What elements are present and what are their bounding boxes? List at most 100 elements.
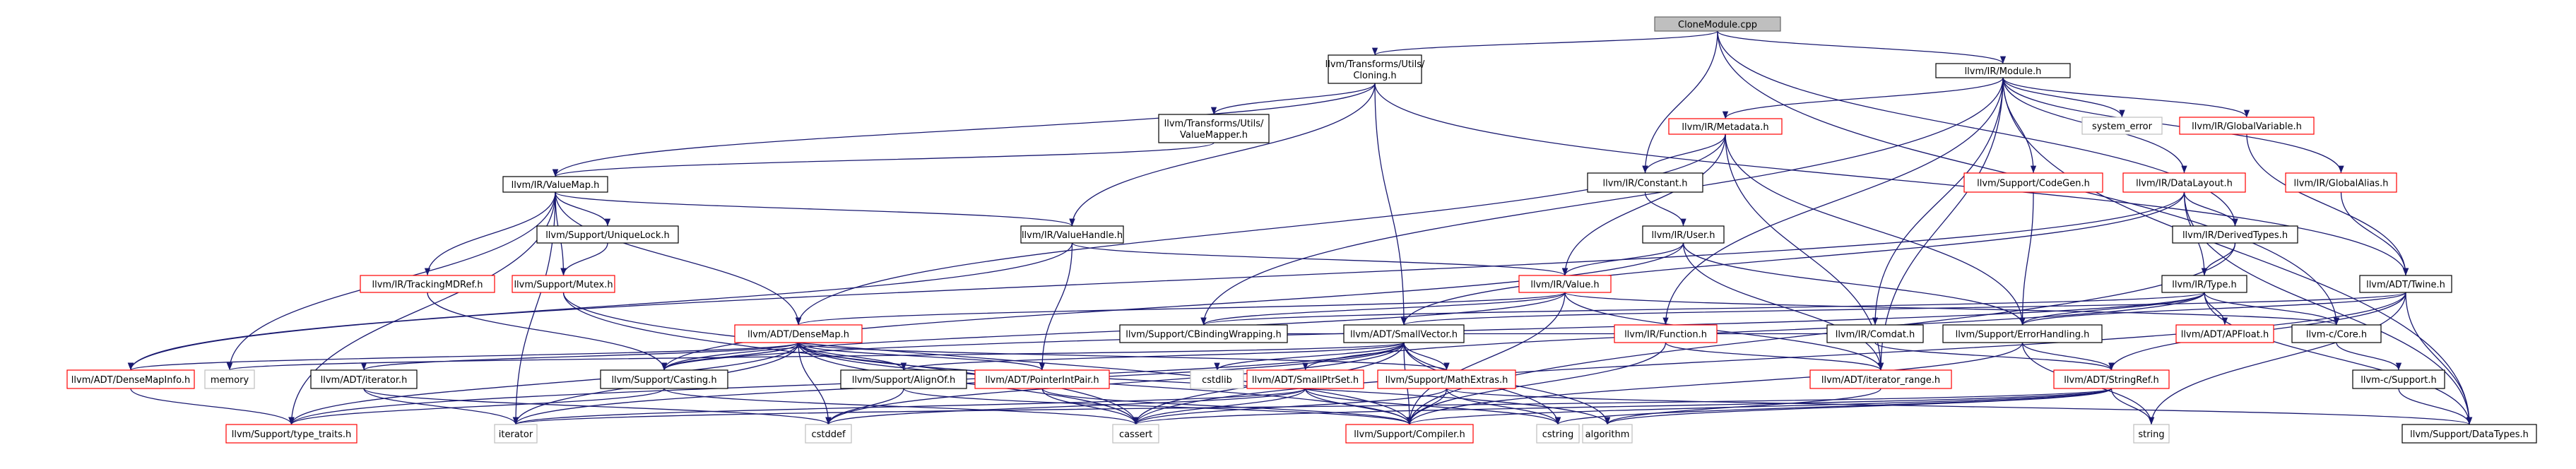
node-valuehandle[interactable]: llvm/IR/ValueHandle.h [1020, 225, 1124, 244]
node-box [1112, 424, 1159, 444]
node-valuemap[interactable]: llvm/IR/ValueMap.h [502, 176, 608, 193]
node-codegen[interactable]: llvm/Support/CodeGen.h [1963, 172, 2103, 193]
node-cbinding[interactable]: llvm/Support/CBindingWrapping.h [1119, 324, 1288, 343]
edge-datalayout-to-smallvector [1400, 191, 2185, 326]
node-datalayout[interactable]: llvm/IR/DataLayout.h [2122, 172, 2246, 193]
node-mathextras[interactable]: llvm/Support/MathExtras.h [1377, 369, 1516, 389]
node-type_traits[interactable]: llvm/Support/type_traits.h [225, 424, 358, 444]
node-pointerintpair[interactable]: llvm/ADT/PointerIntPair.h [974, 369, 1110, 389]
node-box [1246, 369, 1364, 389]
node-mutex[interactable]: llvm/Support/Mutex.h [512, 275, 615, 293]
node-box [1377, 369, 1516, 389]
node-module[interactable]: llvm/IR/Module.h [1935, 63, 2071, 78]
node-compiler[interactable]: llvm/Support/Compiler.h [1345, 424, 1474, 444]
nodes-layer: CloneModule.cpp llvm/Transforms/Utils/Clo… [66, 16, 2537, 444]
node-casting[interactable]: llvm/Support/Casting.h [600, 369, 728, 389]
node-label: llvm/ADT/DenseMap.h [748, 330, 849, 340]
node-label: llvm/Transforms/Utils/ValueMapper.h [1164, 119, 1264, 141]
node-label: llvm/ADT/APFloat.h [2181, 330, 2269, 340]
node-box [2133, 424, 2170, 444]
edge-smallptrset-to-cassert [1133, 388, 1306, 425]
node-label: llvm/IR/Function.h [1624, 330, 1707, 340]
edge-smallptrset-to-compiler [1304, 388, 1413, 425]
node-ccore[interactable]: llvm-c/Core.h [2291, 324, 2382, 343]
node-system_error[interactable]: system_error [2081, 117, 2163, 135]
edge-stringref-to-string [2110, 388, 2155, 425]
node-densemapinfo[interactable]: llvm/ADT/DenseMapInfo.h [66, 369, 195, 389]
node-box [974, 369, 1110, 389]
node-function[interactable]: llvm/IR/Function.h [1614, 324, 1718, 343]
edges-layer [127, 30, 2473, 425]
edge-mathextras-to-datatypes [1446, 388, 2472, 425]
edge-type-to-ccore [2204, 292, 2340, 326]
node-globalvariable[interactable]: llvm/IR/GlobalVariable.h [2179, 117, 2315, 135]
node-twine[interactable]: llvm/ADT/Twine.h [2359, 275, 2452, 293]
edge-twine-to-cassert [1133, 292, 2406, 425]
edge-value-to-compiler [1406, 292, 1566, 425]
node-box [204, 369, 255, 389]
node-label: llvm/IR/GlobalVariable.h [2192, 121, 2302, 132]
node-cstdlib[interactable]: cstdlib [1190, 369, 1244, 389]
node-stringref[interactable]: llvm/ADT/StringRef.h [2053, 369, 2170, 389]
edge-stringref-to-iterator [513, 388, 2113, 425]
edge-type-to-smallptrset [1302, 292, 2205, 371]
edge-metadata-to-constant [1642, 133, 1726, 174]
node-string[interactable]: string [2133, 424, 2170, 444]
node-label: llvm/ADT/Twine.h [2366, 280, 2445, 290]
node-cstring[interactable]: cstring [1536, 424, 1580, 444]
node-value[interactable]: llvm/IR/Value.h [1518, 275, 1612, 293]
node-alignof[interactable]: llvm/Support/AlignOf.h [840, 369, 967, 389]
node-label: llvm/IR/Metadata.h [1682, 122, 1768, 133]
node-valuemapper[interactable]: llvm/Transforms/Utils/ValueMapper.h [1158, 114, 1270, 143]
edge-mathextras-to-compiler [1406, 388, 1448, 425]
edge-codegen-to-errorhandling [2019, 191, 2034, 326]
edge-module-to-system_error [2002, 77, 2125, 118]
node-apfloat[interactable]: llvm/ADT/APFloat.h [2175, 324, 2274, 343]
edge-valuehandle-to-value [1071, 242, 1568, 276]
node-memory[interactable]: memory [204, 369, 255, 389]
node-trackingmdref[interactable]: llvm/IR/TrackingMDRef.h [360, 275, 495, 293]
node-errorhandling[interactable]: llvm/Support/ErrorHandling.h [1942, 324, 2103, 343]
node-smallvector[interactable]: llvm/ADT/SmallVector.h [1343, 324, 1465, 343]
node-derivedtypes[interactable]: llvm/IR/DerivedTypes.h [2172, 225, 2298, 244]
edge-valuehandle-to-pointerintpair [1039, 242, 1073, 371]
node-label: cstdlib [1202, 375, 1232, 386]
node-comdat[interactable]: llvm/IR/Comdat.h [1826, 324, 1924, 343]
edge-densemap-to-pointerintpair [798, 342, 1045, 371]
node-box [502, 176, 608, 193]
node-cloning[interactable]: llvm/Transforms/Utils/Cloning.h [1325, 54, 1425, 84]
edge-valuemap-to-valuehandle [555, 191, 1075, 227]
node-type[interactable]: llvm/IR/Type.h [2161, 275, 2247, 293]
node-csupport[interactable]: llvm-c/Support.h [2352, 369, 2445, 389]
node-box [1343, 324, 1465, 343]
node-user[interactable]: llvm/IR/User.h [1642, 225, 1725, 244]
node-iterator_range[interactable]: llvm/ADT/iterator_range.h [1809, 369, 1952, 389]
node-label: cassert [1119, 429, 1152, 440]
node-label: llvm/IR/User.h [1651, 230, 1715, 241]
node-label: llvm/IR/Module.h [1965, 66, 2042, 77]
node-cassert[interactable]: cassert [1112, 424, 1159, 444]
edge-densemap-to-type_traits [288, 342, 799, 425]
node-smallptrset[interactable]: llvm/ADT/SmallPtrSet.h [1246, 369, 1364, 389]
node-box [1668, 118, 1783, 135]
node-root[interactable]: CloneModule.cpp [1654, 16, 1781, 32]
node-box [2122, 172, 2246, 193]
edge-trackingmdref-to-casting [427, 292, 668, 371]
node-datatypes[interactable]: llvm/Support/DataTypes.h [2401, 424, 2537, 444]
node-box [494, 424, 538, 444]
node-uniquelock[interactable]: llvm/Support/UniqueLock.h [536, 225, 679, 244]
edge-globalvariable-to-twine [2246, 133, 2409, 276]
node-box [1809, 369, 1952, 389]
node-iterator[interactable]: iterator [494, 424, 538, 444]
edge-datalayout-to-densemapinfo [128, 191, 2185, 371]
node-globalalias[interactable]: llvm/IR/GlobalAlias.h [2285, 172, 2397, 193]
node-label: llvm/ADT/iterator.h [321, 375, 408, 386]
node-label: system_error [2092, 121, 2153, 132]
node-metadata[interactable]: llvm/IR/Metadata.h [1668, 118, 1783, 135]
node-cstddef[interactable]: cstddef [805, 424, 852, 444]
node-constant[interactable]: llvm/IR/Constant.h [1587, 172, 1703, 193]
edge-value-to-densemap [796, 292, 1566, 326]
node-algorithm[interactable]: algorithm [1582, 424, 1633, 444]
node-iteratorh[interactable]: llvm/ADT/iterator.h [310, 369, 418, 389]
node-densemap[interactable]: llvm/ADT/DenseMap.h [734, 324, 863, 343]
